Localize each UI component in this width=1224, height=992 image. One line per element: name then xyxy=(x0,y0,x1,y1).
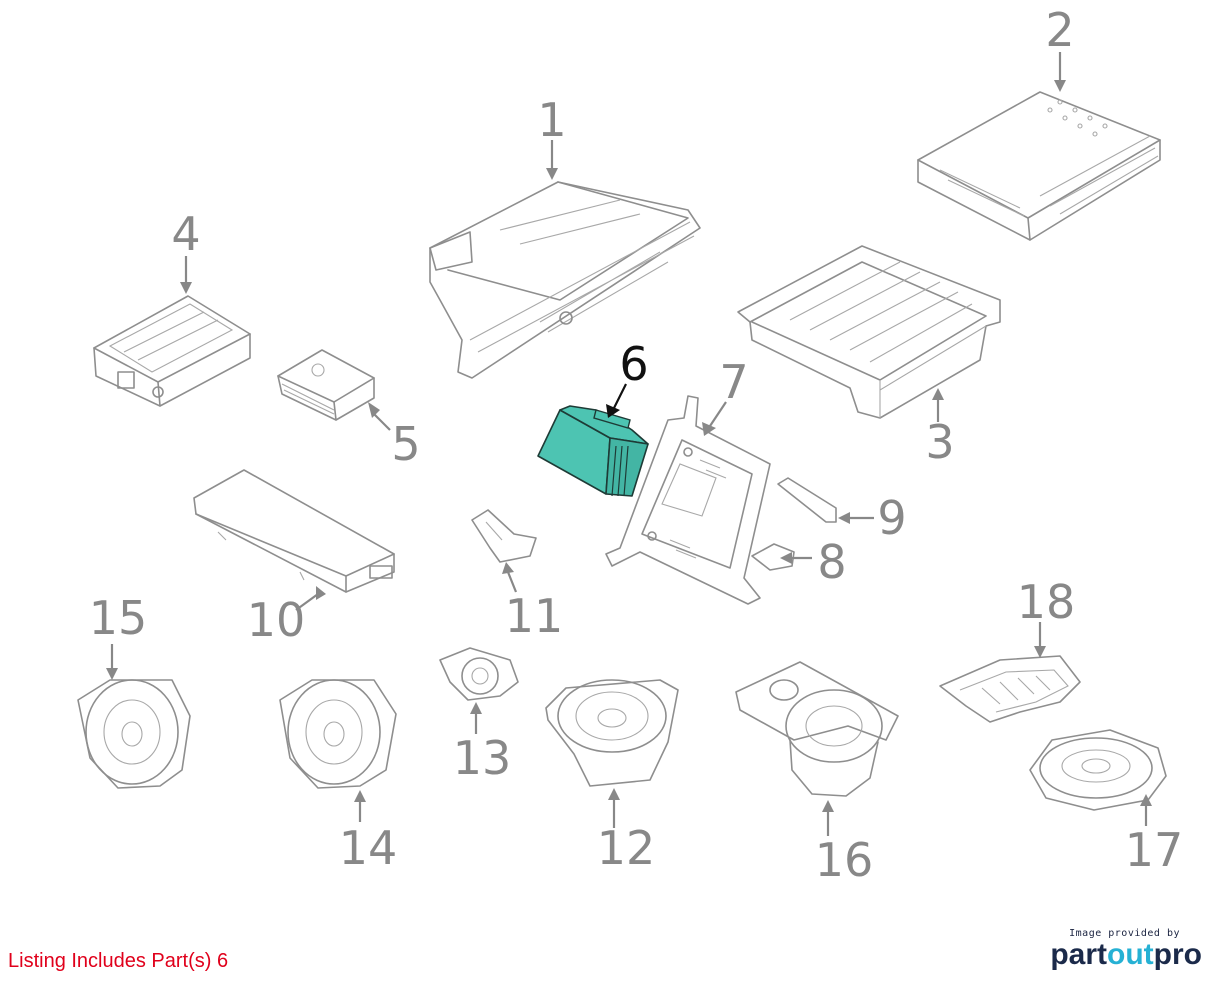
callout-14: 14 xyxy=(339,821,398,875)
callout-18: 18 xyxy=(1017,575,1076,629)
part-13-tweeter xyxy=(439,647,519,701)
callout-labels: 1 2 3 4 5 6 7 8 9 10 11 12 13 14 15 16 1… xyxy=(89,3,1184,887)
part-6-highlighted[interactable] xyxy=(537,405,649,497)
partoutpro-logo: partoutpro xyxy=(1050,938,1202,971)
part-1-head-unit xyxy=(429,181,701,379)
callout-10: 10 xyxy=(247,593,306,647)
callout-13: 13 xyxy=(453,731,512,785)
part-5-small-module xyxy=(277,349,375,421)
callout-5: 5 xyxy=(391,417,420,471)
part-16-woofer xyxy=(735,661,899,797)
part-18-cover xyxy=(939,655,1081,723)
partoutpro-credit: Image provided by partoutpro xyxy=(1050,928,1202,971)
listing-note: Listing Includes Part(s) 6 xyxy=(8,950,229,972)
callout-16: 16 xyxy=(815,833,874,887)
callout-9: 9 xyxy=(877,491,906,545)
callout-8: 8 xyxy=(817,535,846,589)
part-9-bar xyxy=(777,477,837,523)
part-3-tray xyxy=(737,245,1001,419)
part-2-amplifier xyxy=(917,91,1161,241)
part-15-speaker xyxy=(77,679,191,789)
part-14-speaker xyxy=(279,679,397,789)
callout-4: 4 xyxy=(171,207,200,261)
part-17-speaker xyxy=(1029,729,1167,811)
part-10-long-module xyxy=(193,469,395,593)
callout-2: 2 xyxy=(1045,3,1074,57)
part-4-module xyxy=(93,295,251,407)
callout-6[interactable]: 6 xyxy=(619,337,648,391)
leader-lines xyxy=(106,52,1152,836)
part-7-bracket xyxy=(605,395,771,605)
callout-1: 1 xyxy=(537,93,566,147)
callout-3: 3 xyxy=(925,415,954,469)
callout-15: 15 xyxy=(89,591,148,645)
part-11-bracket xyxy=(471,509,537,563)
part-6-side-face xyxy=(605,437,649,497)
credit-caption: Image provided by xyxy=(1069,928,1180,939)
callout-12: 12 xyxy=(597,821,656,875)
part-12-speaker xyxy=(545,679,679,787)
callout-7: 7 xyxy=(719,355,748,409)
callout-17: 17 xyxy=(1125,823,1184,877)
callout-11: 11 xyxy=(505,589,564,643)
